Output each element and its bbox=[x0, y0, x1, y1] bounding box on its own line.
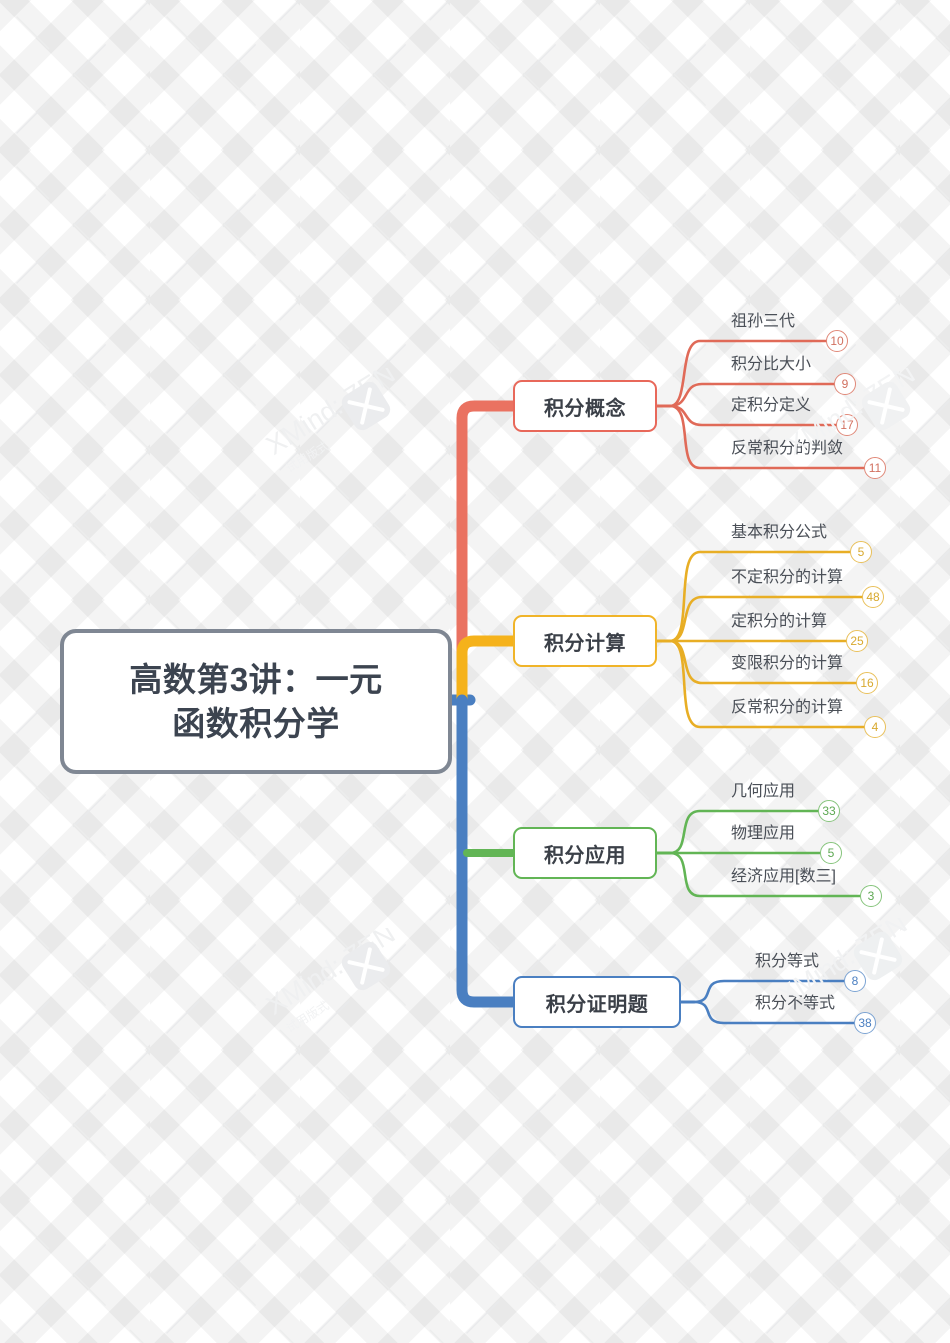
root-title-line1: 高数第3讲：一元 bbox=[129, 660, 383, 698]
leaf-count-badge[interactable]: 16 bbox=[856, 672, 878, 694]
root-node[interactable]: 高数第3讲：一元 函数积分学 bbox=[60, 629, 452, 774]
leaf-label[interactable]: 经济应用[数三] bbox=[731, 868, 836, 885]
leaf-count-badge[interactable]: 11 bbox=[864, 457, 886, 479]
leaf-count-badge[interactable]: 4 bbox=[864, 716, 886, 738]
leaf-label[interactable]: 反常积分的判敛 bbox=[731, 440, 844, 457]
leaf-count-badge[interactable]: 9 bbox=[834, 373, 856, 395]
branch-node-integral-calculation[interactable]: 积分计算 bbox=[513, 615, 657, 667]
leaf-label[interactable]: 祖孙三代 bbox=[731, 313, 796, 330]
leaf-label[interactable]: 不定积分的计算 bbox=[731, 569, 844, 586]
leaf-count-badge[interactable]: 33 bbox=[818, 800, 840, 822]
branch-node-integral-application[interactable]: 积分应用 bbox=[513, 827, 657, 879]
leaf-count-badge[interactable]: 48 bbox=[862, 586, 884, 608]
leaf-label[interactable]: 积分等式 bbox=[755, 953, 820, 970]
branch-node-integral-concept[interactable]: 积分概念 bbox=[513, 380, 657, 432]
leaf-label[interactable]: 定积分定义 bbox=[731, 397, 812, 414]
root-title-line2: 函数积分学 bbox=[172, 704, 340, 742]
leaf-label[interactable]: 基本积分公式 bbox=[731, 524, 828, 541]
leaf-count-badge[interactable]: 5 bbox=[850, 541, 872, 563]
branch-label: 积分应用 bbox=[544, 844, 626, 867]
leaf-label[interactable]: 积分比大小 bbox=[731, 356, 812, 373]
branch-node-integral-proof[interactable]: 积分证明题 bbox=[513, 976, 681, 1028]
leaf-count-badge[interactable]: 38 bbox=[854, 1012, 876, 1034]
leaf-count-badge[interactable]: 3 bbox=[860, 885, 882, 907]
branch-label: 积分概念 bbox=[544, 397, 626, 420]
leaf-count-badge[interactable]: 25 bbox=[846, 630, 868, 652]
branch-label: 积分计算 bbox=[544, 632, 626, 655]
leaf-count-badge[interactable]: 17 bbox=[836, 414, 858, 436]
leaf-label[interactable]: 积分不等式 bbox=[755, 995, 836, 1012]
branch-label: 积分证明题 bbox=[545, 993, 649, 1016]
leaf-label[interactable]: 反常积分的计算 bbox=[731, 699, 844, 716]
leaf-label[interactable]: 定积分的计算 bbox=[731, 613, 828, 630]
leaf-label[interactable]: 变限积分的计算 bbox=[731, 655, 844, 672]
leaf-label[interactable]: 物理应用 bbox=[731, 825, 796, 842]
leaf-label[interactable]: 几何应用 bbox=[731, 783, 796, 800]
leaf-count-badge[interactable]: 10 bbox=[826, 330, 848, 352]
leaf-count-badge[interactable]: 8 bbox=[844, 970, 866, 992]
leaf-count-badge[interactable]: 5 bbox=[820, 842, 842, 864]
